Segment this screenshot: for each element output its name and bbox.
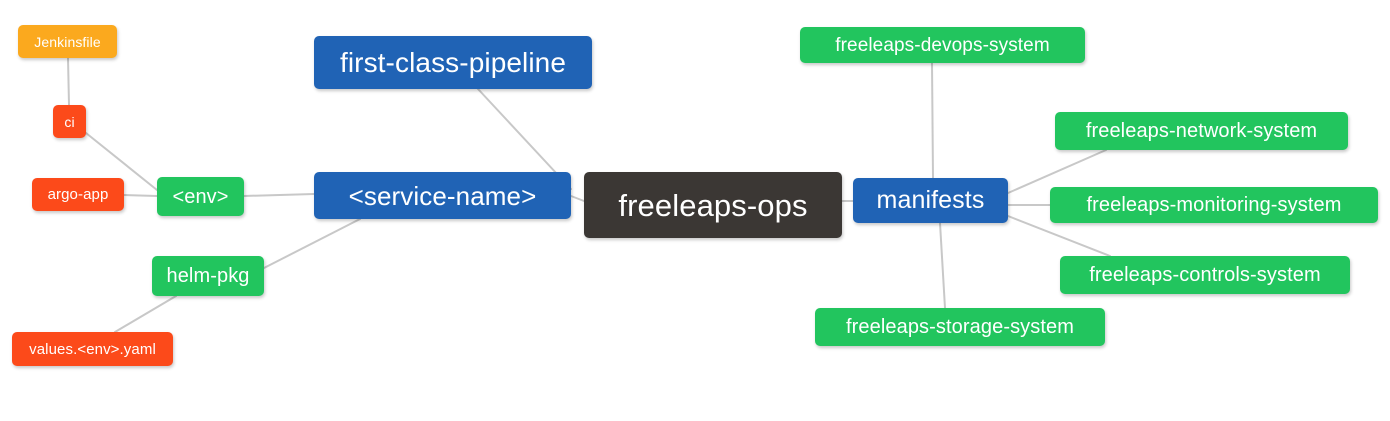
node-env[interactable]: <env>: [157, 177, 244, 216]
edge-service-name-to-helm-pkg: [263, 218, 361, 269]
node-label-env: <env>: [172, 185, 229, 208]
node-label-controls-system: freeleaps-controls-system: [1089, 264, 1321, 286]
edge-freeleaps-ops-to-service-name: [570, 195, 585, 202]
edge-manifests-to-devops-system: [931, 62, 934, 179]
node-label-first-class-pipeline: first-class-pipeline: [339, 46, 567, 78]
node-label-manifests: manifests: [876, 186, 985, 214]
edge-helm-pkg-to-values-yaml: [114, 295, 177, 333]
node-label-service-name: <service-name>: [348, 180, 537, 211]
node-label-jenkinsfile: Jenkinsfile: [34, 33, 101, 50]
node-values-yaml[interactable]: values.<env>.yaml: [12, 332, 173, 366]
node-controls-system[interactable]: freeleaps-controls-system: [1060, 256, 1350, 294]
node-label-freeleaps-ops: freeleaps-ops: [618, 187, 808, 223]
node-argo-app[interactable]: argo-app: [32, 178, 124, 211]
node-label-argo-app: argo-app: [47, 186, 109, 203]
edge-service-name-to-env: [243, 193, 315, 197]
node-freeleaps-ops[interactable]: freeleaps-ops: [584, 172, 842, 238]
node-label-monitoring-system: freeleaps-monitoring-system: [1086, 194, 1342, 216]
node-label-network-system: freeleaps-network-system: [1085, 120, 1318, 142]
node-storage-system[interactable]: freeleaps-storage-system: [815, 308, 1105, 346]
edge-ci-to-jenkinsfile: [67, 57, 70, 106]
node-manifests[interactable]: manifests: [853, 178, 1008, 223]
node-jenkinsfile[interactable]: Jenkinsfile: [18, 25, 117, 58]
node-label-helm-pkg: helm-pkg: [166, 265, 250, 287]
node-devops-system[interactable]: freeleaps-devops-system: [800, 27, 1085, 63]
edge-env-to-argo-app: [123, 194, 158, 197]
node-label-devops-system: freeleaps-devops-system: [835, 34, 1050, 56]
node-ci[interactable]: ci: [53, 105, 86, 138]
node-label-values-yaml: values.<env>.yaml: [29, 340, 156, 358]
edge-manifests-to-storage-system: [939, 222, 946, 309]
node-first-class-pipeline[interactable]: first-class-pipeline: [314, 36, 592, 89]
node-label-storage-system: freeleaps-storage-system: [845, 316, 1075, 338]
node-monitoring-system[interactable]: freeleaps-monitoring-system: [1050, 187, 1378, 223]
node-service-name[interactable]: <service-name>: [314, 172, 571, 219]
node-network-system[interactable]: freeleaps-network-system: [1055, 112, 1348, 150]
node-helm-pkg[interactable]: helm-pkg: [152, 256, 264, 296]
node-label-ci: ci: [64, 113, 75, 130]
